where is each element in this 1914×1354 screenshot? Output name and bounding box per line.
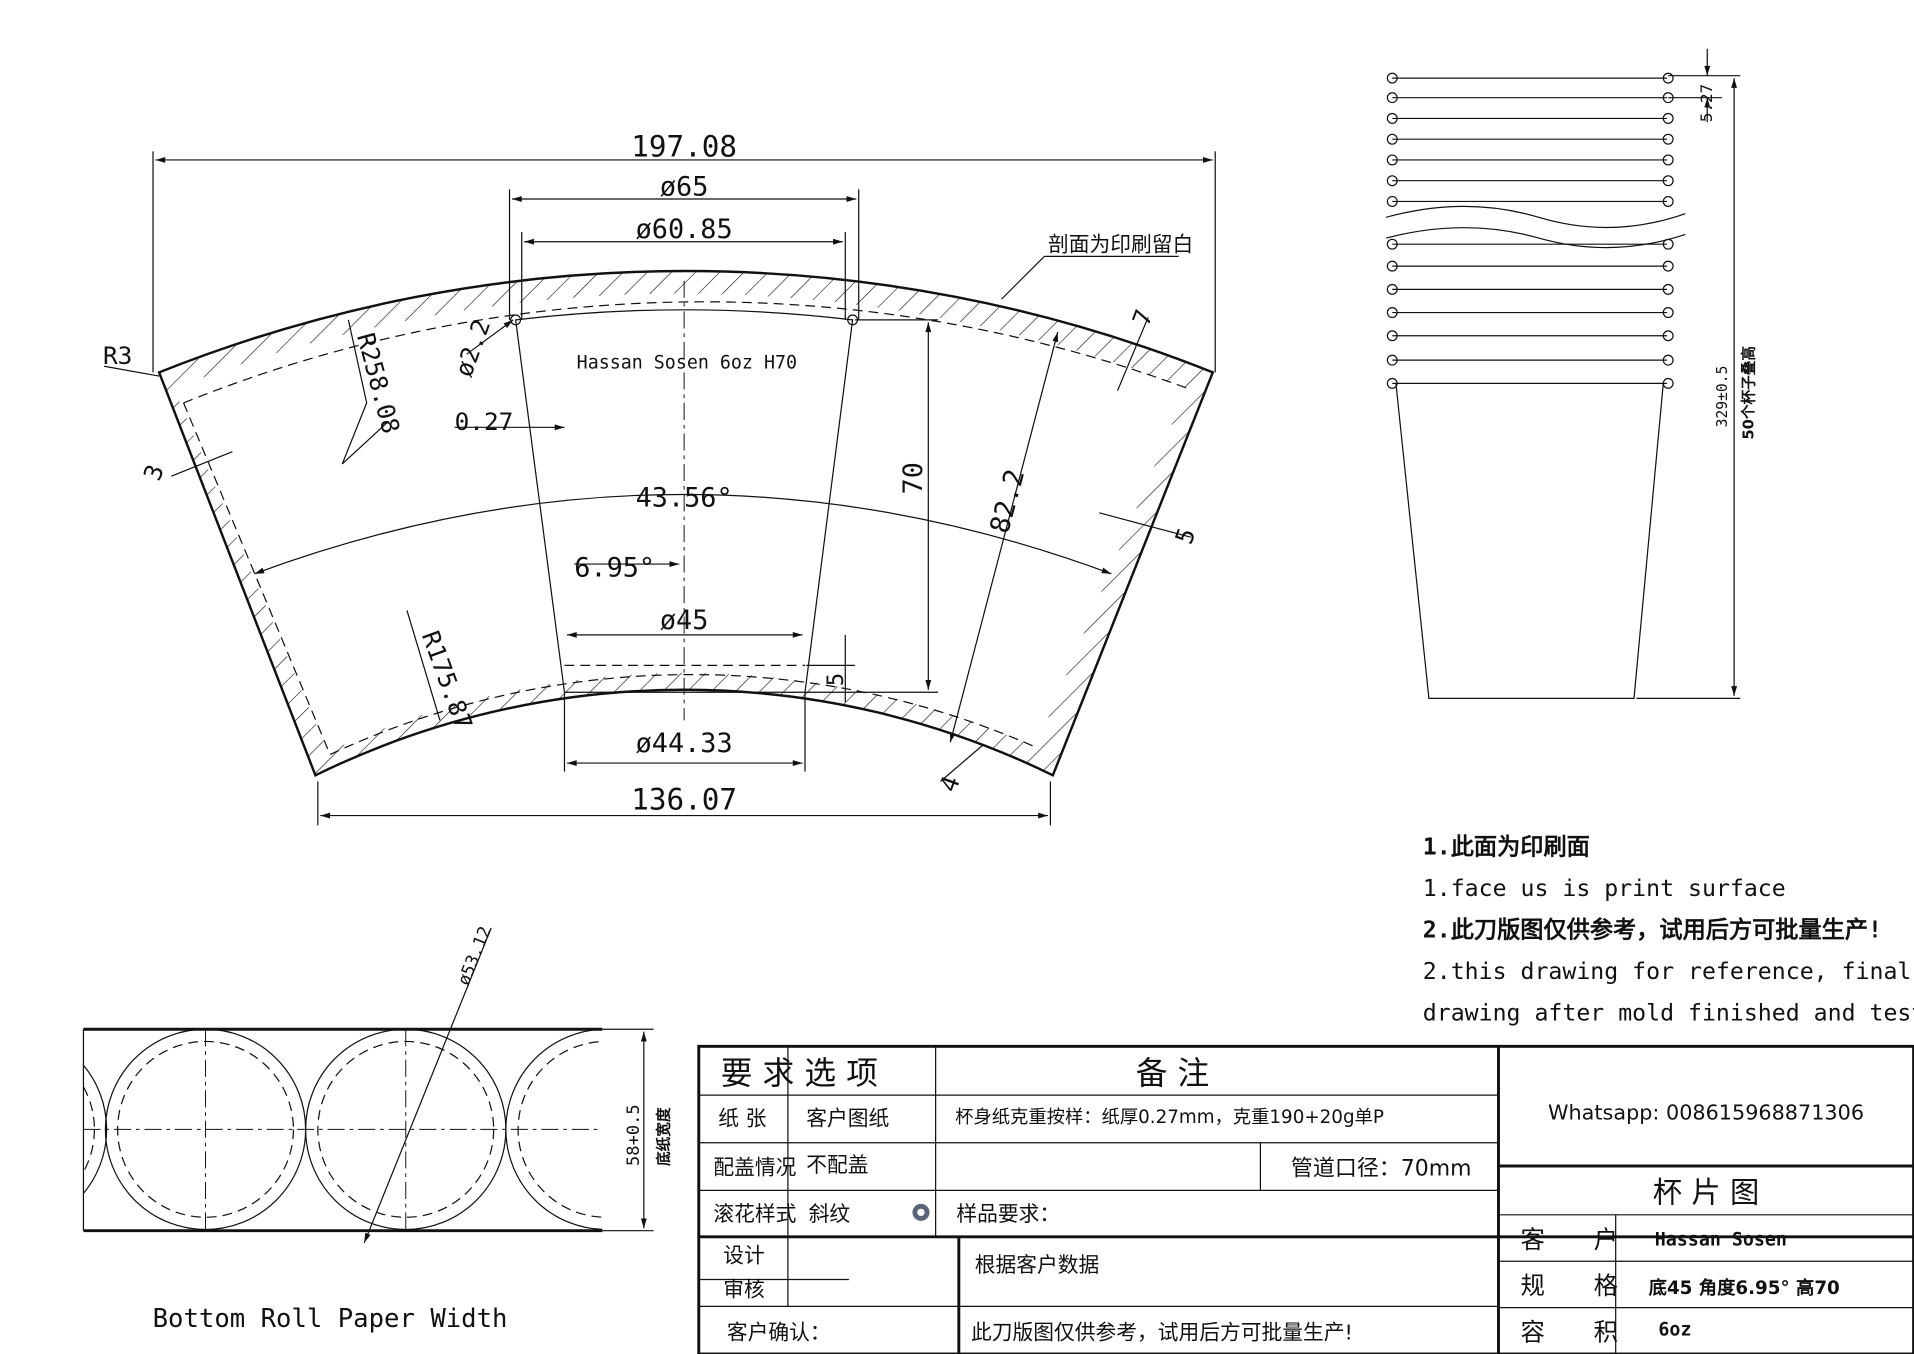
dim-total-width: 197.08 xyxy=(631,129,737,163)
cup-rim-curl xyxy=(1386,133,1398,145)
dim-height: 70 xyxy=(898,462,929,494)
dim-bottom-dia: ø45 xyxy=(660,605,709,636)
spec-value: 底45 角度6.95° 高70 xyxy=(1649,1277,1840,1299)
note-1-cn: 1.此面为印刷面 xyxy=(1423,834,1590,861)
review-label: 审核 xyxy=(723,1278,765,1302)
dim-top-inner-dia: ø60.85 xyxy=(636,214,733,245)
cup-rim-curl xyxy=(1386,238,1398,250)
cup-label: Hassan Sosen 6oz H70 xyxy=(577,353,797,374)
cup-rim-curl xyxy=(1386,195,1398,207)
dim-fan-angle: 43.56° xyxy=(636,483,733,514)
cup-side-view xyxy=(514,309,854,693)
drawing-title: 杯 片 图 xyxy=(1653,1176,1760,1210)
header-options: 要 求 选 项 xyxy=(721,1056,878,1092)
dim-roll-width-note: 底纸宽度 xyxy=(654,1107,672,1166)
dim-bottom-band: 4 xyxy=(934,772,966,796)
paper-value: 客户图纸 xyxy=(806,1107,889,1131)
cup-rim-curl xyxy=(1386,92,1398,104)
cup-stack-drawing: 5.27 329±0.5 50个杯子叠高 xyxy=(1385,48,1758,699)
dim-circle: ø53.12 xyxy=(454,924,496,989)
fan-interior xyxy=(173,293,1188,753)
dim-step: 5.27 xyxy=(1697,84,1716,122)
cup-rim-curl xyxy=(1386,72,1398,84)
whatsapp-contact: Whatsapp: 008615968871306 xyxy=(1548,1101,1864,1125)
dim-wall-angle: 6.95° xyxy=(574,552,655,583)
header-remarks: 备 注 xyxy=(1136,1056,1210,1092)
cup-rim-curl xyxy=(1386,377,1398,389)
title-block: 要 求 选 项 备 注 纸 张 客户图纸 杯身纸克重按样：纸厚0.27mm，克重… xyxy=(697,1044,1914,1354)
note-2-en: 2.this drawing for reference, final xyxy=(1423,958,1912,985)
knurl-label: 滚花样式 xyxy=(713,1202,796,1226)
bottom-roll-caption: Bottom Roll Paper Width xyxy=(153,1304,508,1334)
cup-rim-curl xyxy=(1662,307,1674,319)
cup-rim-curl xyxy=(1662,283,1674,295)
dim-bottom-width: 136.07 xyxy=(631,782,737,816)
dim-roll-width: 58+0.5 xyxy=(624,1104,644,1166)
cup-rim-curl xyxy=(1386,283,1398,295)
design-remark: 根据客户数据 xyxy=(975,1253,1100,1277)
dim-left-margin: 3 xyxy=(138,461,170,485)
dim-stack-note: 50个杯子叠高 xyxy=(1740,346,1758,440)
volume-label: 容 积 xyxy=(1520,1318,1618,1347)
cup-rim-curl xyxy=(1662,175,1674,187)
cup-rim-curl xyxy=(1662,195,1674,207)
cup-rim-curl xyxy=(1386,260,1398,272)
cup-rim-curl xyxy=(1386,330,1398,342)
design-label: 设计 xyxy=(723,1243,765,1267)
dim-thickness: 0.27 xyxy=(455,407,514,436)
dim-top-band: 7 xyxy=(1126,306,1158,330)
note-1-en: 1.face us is print surface xyxy=(1423,875,1786,902)
dim-right-band: 5 xyxy=(1169,524,1201,548)
cup-rim-curl xyxy=(1386,154,1398,166)
bottom-roll-drawing: ø53.12 58+0.5 底纸宽度 Bottom Roll Paper Wid… xyxy=(82,924,672,1334)
volume-value: 6oz xyxy=(1658,1320,1691,1341)
lid-label: 配盖情况 xyxy=(713,1156,796,1180)
sample-remark: 样品要求： xyxy=(956,1202,1060,1226)
cup-rim-curl xyxy=(1662,133,1674,145)
cup-rim-curl xyxy=(1662,354,1674,366)
paper-remark: 杯身纸克重按样：纸厚0.27mm，克重190+20g单P xyxy=(955,1107,1384,1128)
notes: 1.此面为印刷面 1.face us is print surface 2.此刀… xyxy=(1423,834,1914,1027)
knurl-value: 斜纹 xyxy=(809,1202,851,1226)
spec-label: 规 格 xyxy=(1520,1271,1618,1300)
dim-top-dia: ø65 xyxy=(660,171,709,202)
paper-label: 纸 张 xyxy=(718,1107,766,1131)
cup-rim-curl xyxy=(1662,260,1674,272)
cup-rim-curl xyxy=(1662,72,1674,84)
dim-corner-radius: R3 xyxy=(103,341,132,370)
confirm-remark: 此刀版图仅供参考，试用后方可批量生产! xyxy=(971,1320,1353,1344)
cup-rim-curl xyxy=(1662,154,1674,166)
cup-fan-drawing: 197.08 ø65 ø60.85 剖面为印刷留白 Hassan Sosen 6… xyxy=(103,129,1216,826)
print-blank-note: 剖面为印刷留白 xyxy=(1048,233,1193,257)
cup-rim-curl xyxy=(1386,307,1398,319)
note-2-cn: 2.此刀版图仅供参考，试用后方可批量生产! xyxy=(1423,917,1882,944)
customer-value: Hassan Sosen xyxy=(1655,1229,1787,1250)
note-2-en-cont: drawing after mold finished and tested xyxy=(1423,1000,1914,1027)
cup-rim-curl xyxy=(1662,112,1674,124)
cup-rim-curl xyxy=(1386,112,1398,124)
dim-stack-height: 329±0.5 xyxy=(1714,366,1731,428)
pipe-remark: 管道口径：70mm xyxy=(1291,1157,1472,1182)
dim-bottom-inner-dia: ø44.33 xyxy=(636,728,733,759)
confirm-label: 客户确认： xyxy=(727,1320,831,1344)
customer-label: 客 户 xyxy=(1520,1225,1618,1254)
cup-rim-curl xyxy=(1386,175,1398,187)
cup-rim-curl xyxy=(1386,354,1398,366)
lid-value: 不配盖 xyxy=(806,1153,868,1177)
cup-rim-curl xyxy=(1662,330,1674,342)
dim-bottom-step: 5 xyxy=(824,673,849,686)
